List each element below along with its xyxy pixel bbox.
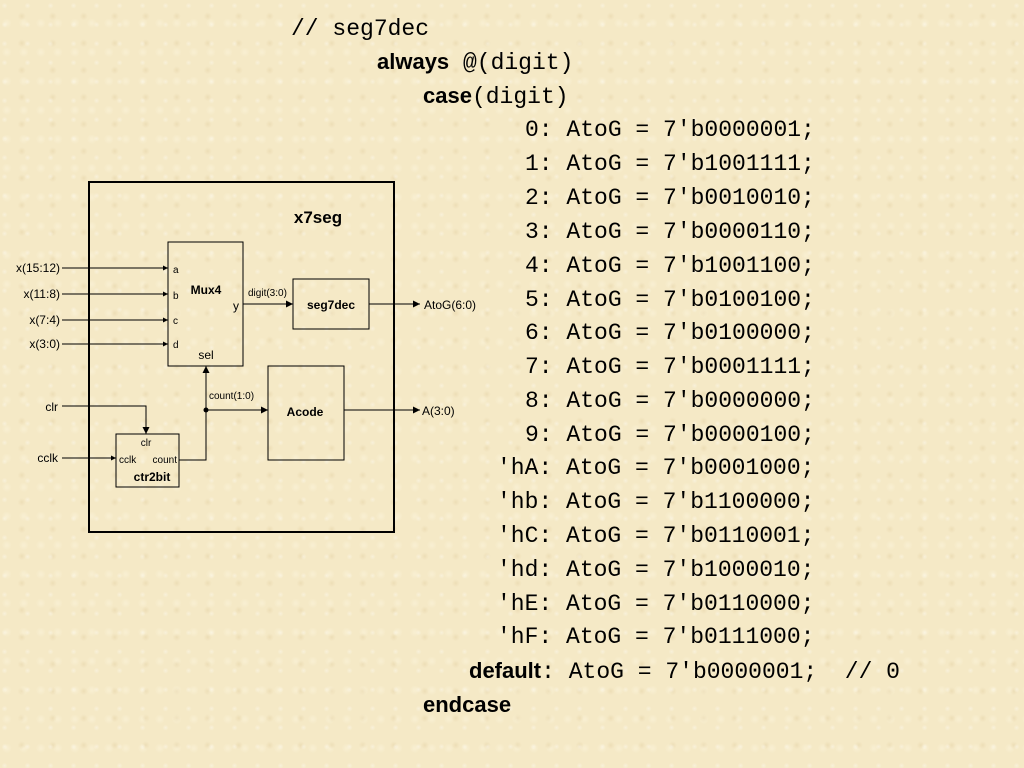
code-default-rest: : AtoG = 7'b0000001; // 0: [541, 659, 900, 685]
code-endcase-line: endcase: [423, 690, 511, 721]
ctr2bit-port-count: count: [153, 455, 178, 466]
seg7dec-label: seg7dec: [307, 298, 355, 312]
ctr2bit-label: ctr2bit: [134, 470, 171, 484]
cclk-input-label: cclk: [37, 451, 59, 465]
case-line: 2: AtoG = 7'b0010010;: [525, 185, 815, 211]
code-always-rest: @(digit): [449, 50, 574, 76]
input-label-x15-12: x(15:12): [16, 261, 60, 275]
keyword-always: always: [377, 49, 450, 74]
keyword-default: default: [469, 658, 542, 683]
code-comment: // seg7dec: [291, 16, 430, 42]
case-line: 4: AtoG = 7'b1001100;: [525, 253, 815, 279]
mux4-port-d: d: [173, 340, 179, 351]
mux4-label: Mux4: [191, 283, 222, 297]
code-case-rest: (digit): [471, 84, 569, 110]
case-line: 'hA: AtoG = 7'b0001000;: [497, 455, 815, 481]
case-line: 'hb: AtoG = 7'b1100000;: [497, 489, 815, 515]
count-label: count(1:0): [209, 391, 254, 402]
acode-label: Acode: [287, 405, 324, 419]
case-line: 'hE: AtoG = 7'b0110000;: [497, 591, 815, 617]
case-line: 5: AtoG = 7'b0100100;: [525, 287, 815, 313]
input-label-x7-4: x(7:4): [29, 313, 60, 327]
mux4-port-a: a: [173, 265, 179, 276]
case-line: 3: AtoG = 7'b0000110;: [525, 219, 815, 245]
a-out-label: A(3:0): [422, 404, 455, 418]
ctr2bit-port-clr: clr: [141, 438, 152, 449]
case-line: 6: AtoG = 7'b0100000;: [525, 320, 815, 346]
case-line: 7: AtoG = 7'b0001111;: [525, 354, 815, 380]
case-line: 'hd: AtoG = 7'b1000010;: [497, 557, 815, 583]
mux4-port-b: b: [173, 291, 179, 302]
mux4-port-y: y: [233, 299, 239, 313]
case-line: 1: AtoG = 7'b1001111;: [525, 151, 815, 177]
code-default-line: default: AtoG = 7'b0000001; // 0: [469, 656, 900, 687]
wire-count: [179, 410, 207, 461]
clr-input-label: clr: [45, 400, 58, 414]
ctr2bit-port-cclk: cclk: [119, 455, 137, 466]
digit-label: digit(3:0): [248, 288, 287, 299]
mux4-port-sel: sel: [198, 348, 213, 362]
code-always-line: always @(digit): [377, 47, 573, 78]
case-line: 'hF: AtoG = 7'b0111000;: [497, 624, 815, 650]
ctr2bit-box: [115, 433, 180, 488]
atog-out-label: AtoG(6:0): [424, 298, 476, 312]
keyword-endcase: endcase: [423, 692, 512, 717]
case-line: 8: AtoG = 7'b0000000;: [525, 388, 815, 414]
case-line: 0: AtoG = 7'b0000001;: [525, 117, 815, 143]
junction-dot: [203, 407, 209, 413]
x7seg-title: x7seg: [294, 208, 342, 227]
input-label-x3-0: x(3:0): [29, 337, 60, 351]
mux4-port-c: c: [173, 316, 178, 327]
case-line: 9: AtoG = 7'b0000100;: [525, 422, 815, 448]
input-label-x11-8: x(11:8): [24, 287, 60, 301]
code-case-line: case(digit): [423, 81, 569, 112]
wire-clr: [62, 405, 150, 434]
acode-box: [267, 365, 345, 461]
case-line: 'hC: AtoG = 7'b0110001;: [497, 523, 815, 549]
keyword-case: case: [423, 83, 472, 108]
x7seg-outer-box: [88, 181, 395, 533]
